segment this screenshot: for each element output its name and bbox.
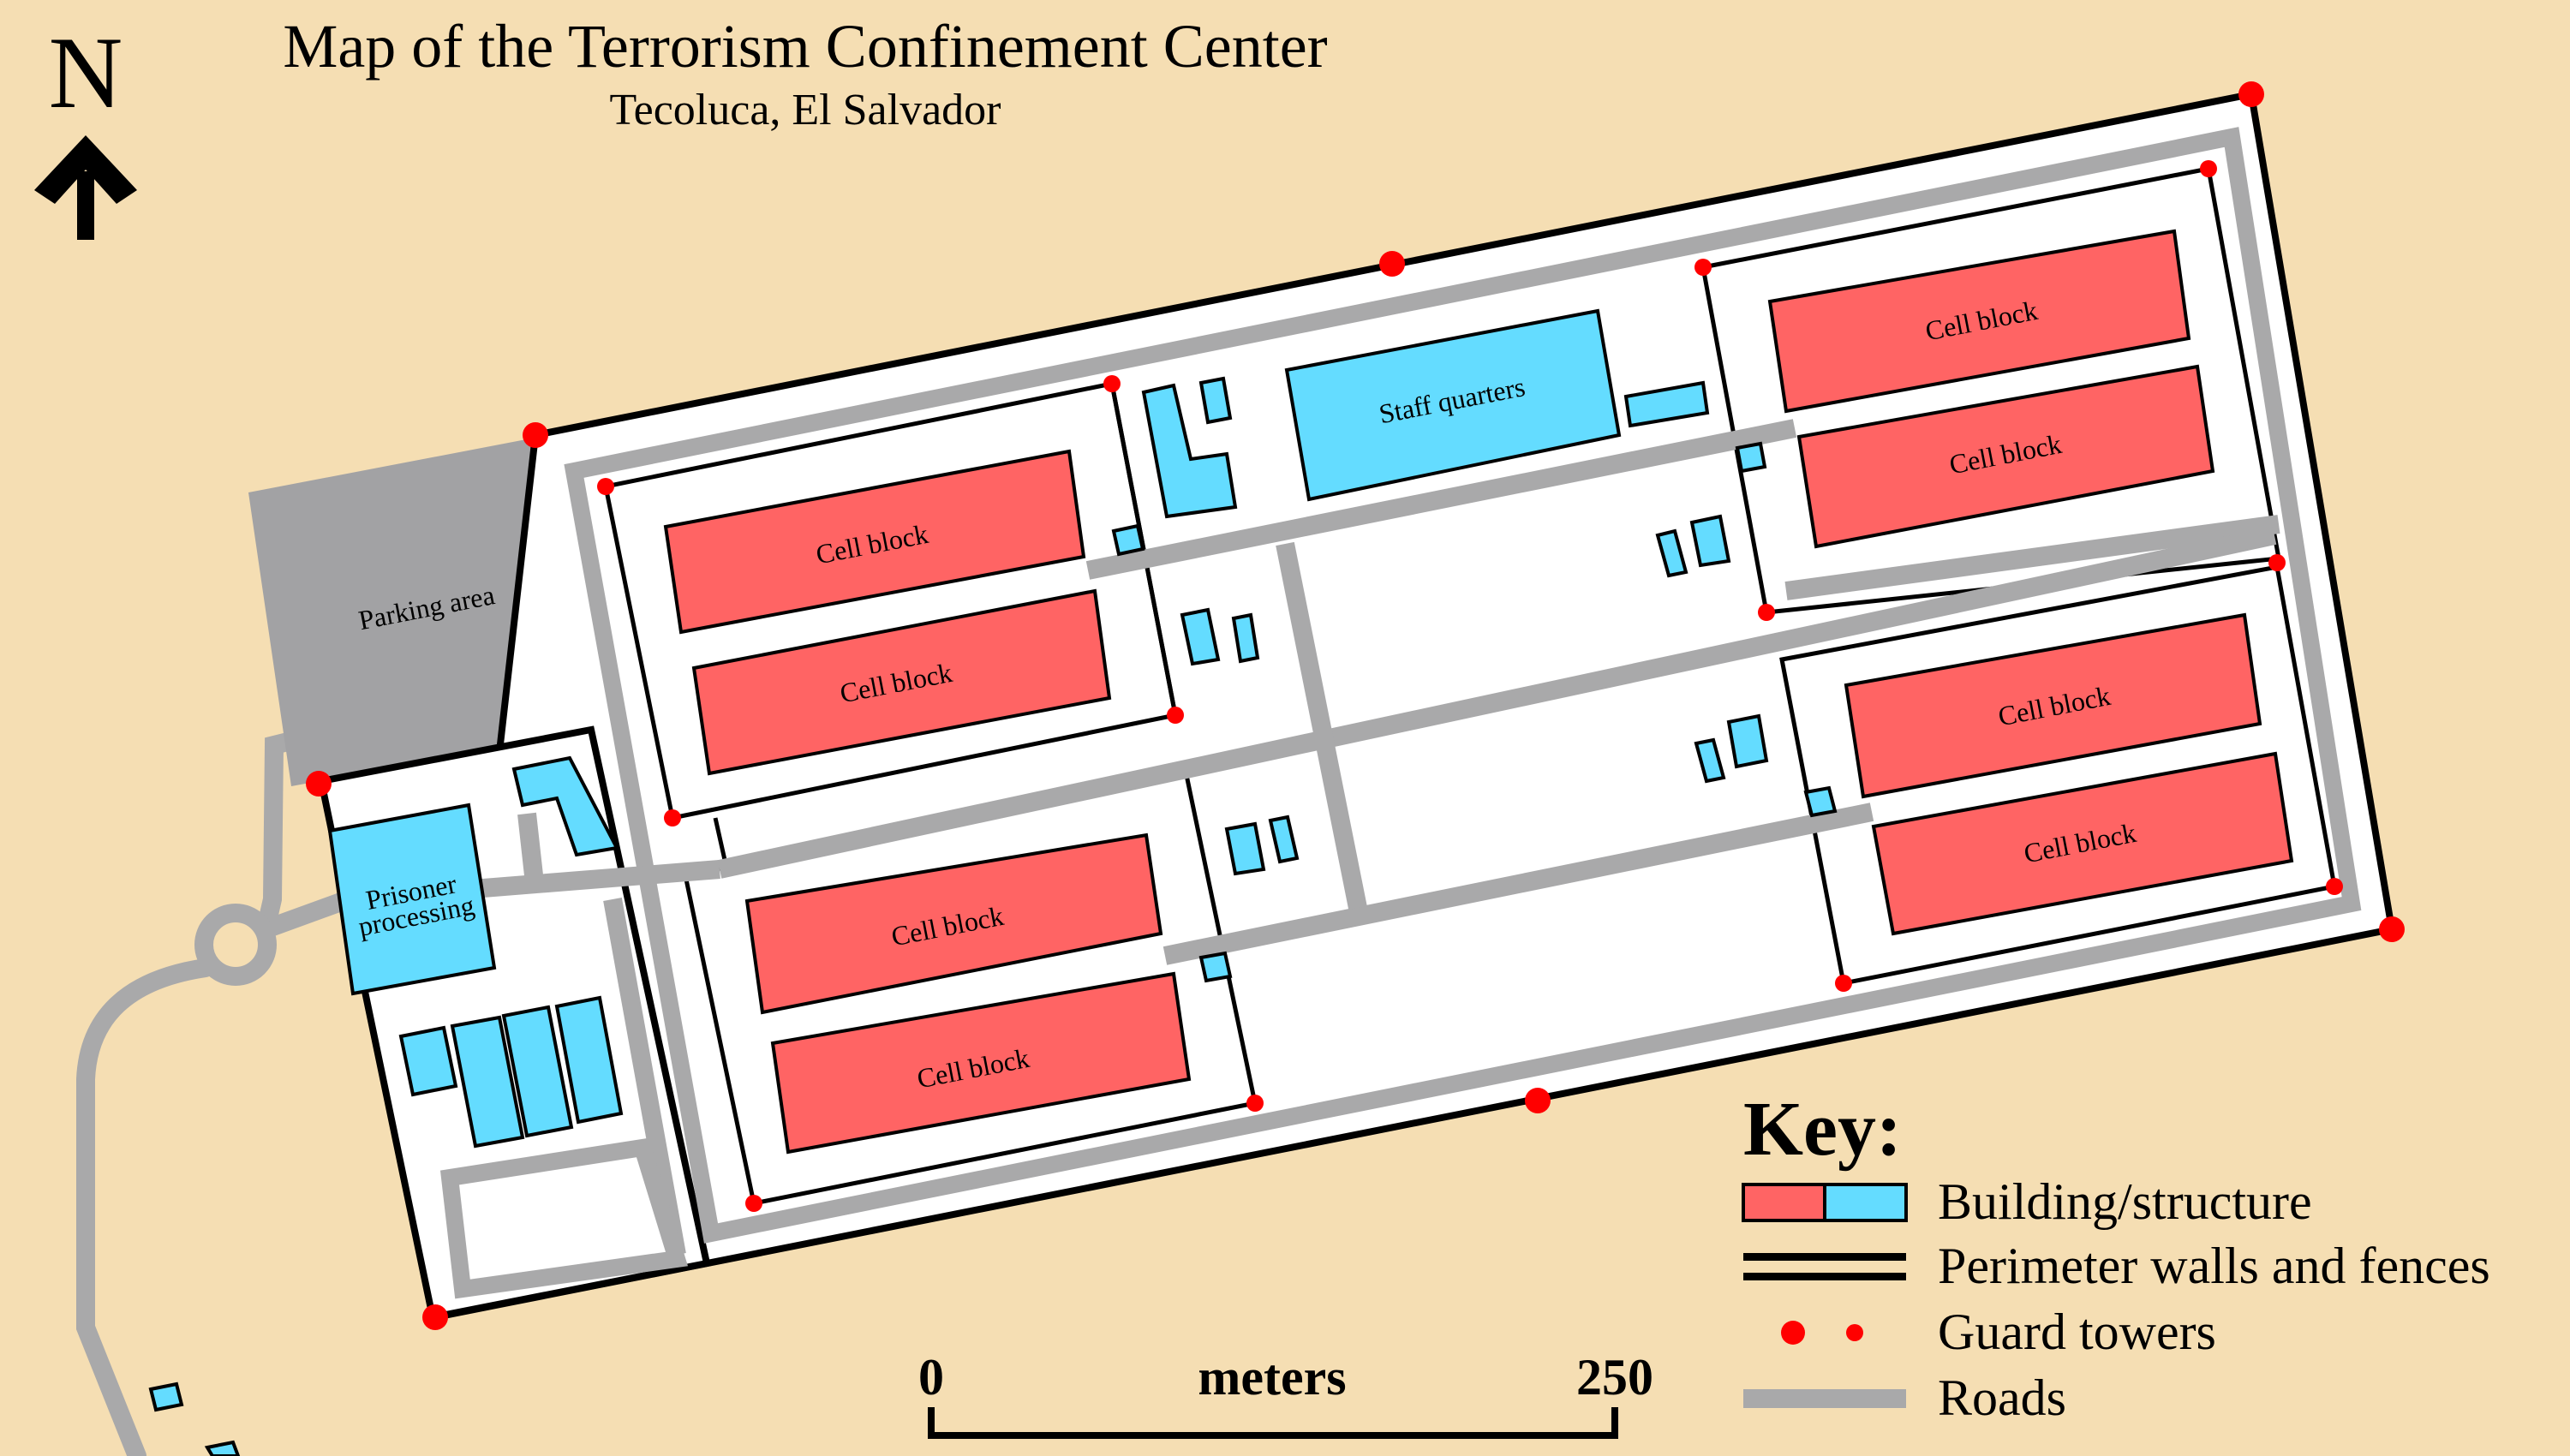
guard-tower <box>2200 160 2217 177</box>
bldg-annex-d <box>501 1005 574 1138</box>
guard-tower <box>745 1195 762 1212</box>
guard-tower <box>1167 707 1184 724</box>
guard-tower <box>597 478 614 495</box>
prisoner-processing <box>327 803 497 996</box>
bldg-annex-b <box>398 1025 458 1097</box>
key-walls-label: Perimeter walls and fences <box>1938 1238 2490 1294</box>
bldg-small-n <box>1198 951 1233 983</box>
road-south <box>1162 803 1874 965</box>
cell-block-6 <box>1796 364 2215 549</box>
north-label: N <box>49 15 123 129</box>
key-roads-label: Roads <box>1938 1369 2066 1426</box>
bldg-small-j <box>1726 713 1769 769</box>
bldg-small-c <box>1111 523 1145 557</box>
key-building-swatch-icon <box>1742 1183 1908 1222</box>
guard-tower <box>1525 1088 1551 1113</box>
guard-tower <box>2268 554 2286 571</box>
bldg-outside-a <box>148 1381 184 1412</box>
map-title: Map of the Terrorism Confinement Center <box>283 12 1327 81</box>
bldg-annex-e <box>554 995 624 1125</box>
guard-tower <box>1758 604 1775 621</box>
annex-loop-road <box>439 1137 689 1299</box>
cell-block-7 <box>1844 612 2262 799</box>
cell-block-5 <box>1767 229 2191 414</box>
key-building-label: Building/structure <box>1938 1173 2312 1230</box>
cell-block-1 <box>663 449 1086 635</box>
bldg-small-h <box>1231 612 1260 664</box>
cell-block-2 <box>691 588 1112 776</box>
bldg-annex-a <box>511 755 620 857</box>
bldg-small-g <box>1180 607 1221 666</box>
cell-block-8 <box>1871 751 2294 936</box>
bldg-annex-c <box>450 1015 525 1149</box>
bldg-l-shape <box>1141 383 1238 519</box>
bldg-small-a <box>1198 376 1233 425</box>
guard-tower <box>2238 81 2264 107</box>
perimeter-road <box>564 127 2362 1244</box>
road-cross <box>1276 541 1367 910</box>
bldg-small-d <box>1735 441 1767 474</box>
bldg-small-k <box>1803 785 1838 818</box>
buildings <box>148 308 1838 1456</box>
cell-block-4 <box>770 971 1192 1155</box>
guard-tower <box>306 771 332 797</box>
scale-max: 250 <box>1576 1349 1653 1405</box>
guard-towers <box>306 81 2405 1330</box>
guard-tower <box>2379 916 2405 942</box>
key-heading: Key: <box>1743 1087 1902 1172</box>
cell-blocks <box>663 229 2294 1155</box>
internal-roads <box>342 419 2280 1256</box>
guard-tower <box>422 1304 448 1330</box>
guard-tower <box>2326 878 2343 895</box>
cell-block-3 <box>744 832 1163 1015</box>
guard-tower <box>523 422 548 448</box>
key-towers-swatch-icon <box>1781 1321 1863 1345</box>
bldg-small-i <box>1694 737 1726 784</box>
guard-tower <box>1246 1095 1264 1112</box>
key-towers-label: Guard towers <box>1938 1304 2216 1360</box>
road-ne <box>1784 515 2280 600</box>
north-arrow-icon <box>34 135 137 240</box>
bldg-small-l <box>1224 821 1266 876</box>
road-central <box>717 526 2277 879</box>
staff-quarters <box>1284 308 1622 502</box>
scale-zero: 0 <box>918 1349 944 1405</box>
road-north <box>1085 419 1797 580</box>
bldg-outside-b <box>204 1440 241 1456</box>
road-spur <box>517 812 545 892</box>
map-subtitle: Tecoluca, El Salvador <box>610 86 1001 134</box>
bldg-small-e <box>1655 528 1688 578</box>
key-roads-swatch-icon <box>1743 1389 1906 1408</box>
guard-tower <box>1103 375 1121 392</box>
guard-tower <box>1694 259 1712 276</box>
roundabout <box>194 904 277 986</box>
access-road-west <box>76 958 215 1456</box>
bldg-small-f <box>1689 514 1731 568</box>
key-walls-swatch-icon <box>1743 1253 1906 1280</box>
scale-unit: meters <box>1198 1349 1346 1405</box>
bldg-small-m <box>1268 815 1300 864</box>
bldg-small-b <box>1623 380 1710 428</box>
guard-tower <box>664 809 681 826</box>
scale-bar <box>928 1407 1618 1439</box>
guard-tower <box>1835 975 1852 992</box>
guard-tower <box>1379 251 1405 277</box>
